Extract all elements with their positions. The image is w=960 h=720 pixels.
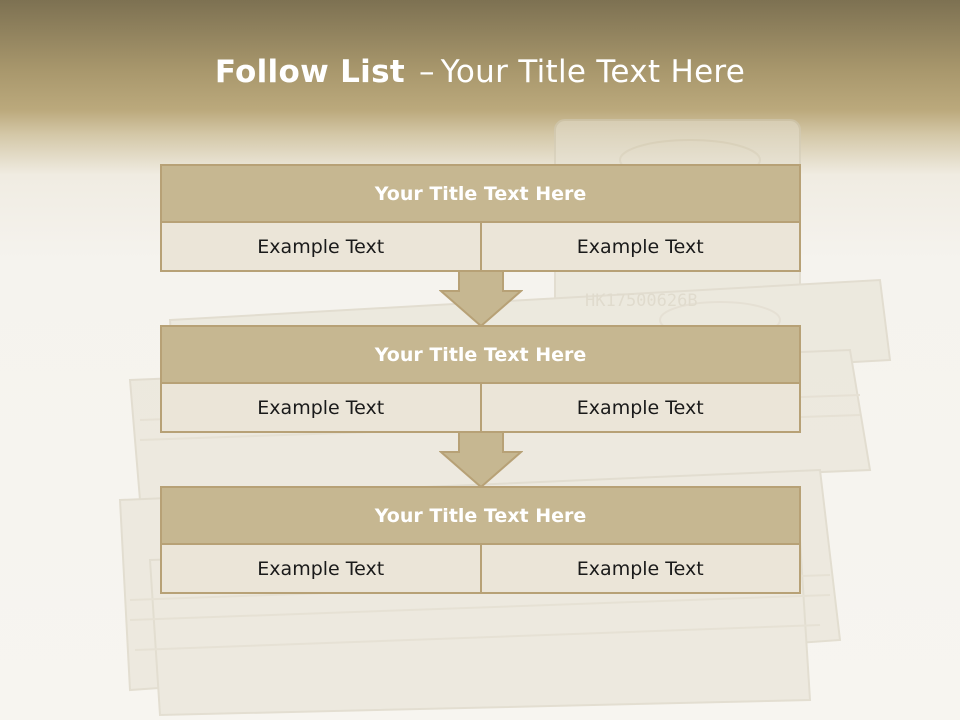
list-block-1: Your Title Text Here Example Text Exampl… xyxy=(160,164,801,272)
title-dash: – xyxy=(418,54,435,90)
money-serial-text: HK17500626B xyxy=(585,291,698,311)
down-arrow-icon xyxy=(439,432,523,488)
block-cell-left: Example Text xyxy=(162,223,480,270)
block-cell-left: Example Text xyxy=(162,384,480,431)
down-arrow-icon xyxy=(439,271,523,327)
block-heading: Your Title Text Here xyxy=(162,166,799,223)
block-cell-right: Example Text xyxy=(479,223,799,270)
slide-title: Follow List–Your Title Text Here xyxy=(0,54,960,90)
block-cell-right: Example Text xyxy=(479,545,799,592)
list-block-2: Your Title Text Here Example Text Exampl… xyxy=(160,325,801,433)
block-cell-left: Example Text xyxy=(162,545,480,592)
title-rest-part: Your Title Text Here xyxy=(440,54,746,90)
block-heading: Your Title Text Here xyxy=(162,488,799,545)
list-block-3: Your Title Text Here Example Text Exampl… xyxy=(160,486,801,594)
title-bold-part: Follow List xyxy=(214,54,405,90)
block-cell-right: Example Text xyxy=(479,384,799,431)
block-heading: Your Title Text Here xyxy=(162,327,799,384)
block-row: Example Text Example Text xyxy=(162,223,799,270)
block-row: Example Text Example Text xyxy=(162,545,799,592)
block-row: Example Text Example Text xyxy=(162,384,799,431)
